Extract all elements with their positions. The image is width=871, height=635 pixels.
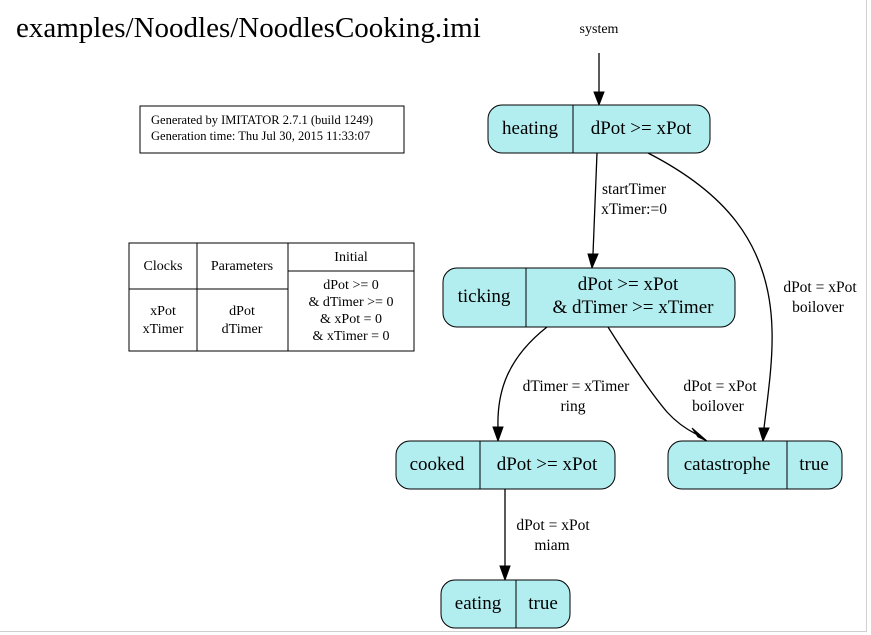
edge-label-ticking-catastrophe: dPot = xPot [683, 378, 757, 395]
transitions: system startTimer xTimer:=0 dPot = xPot … [492, 22, 857, 582]
edge-label-heating-catastrophe: boilover [792, 299, 844, 316]
parameter-item: dTimer [222, 322, 263, 337]
state-name: eating [455, 593, 502, 614]
state-cooked: cooked dPot >= xPot [395, 440, 616, 490]
parameter-item: dPot [229, 304, 255, 319]
edge-ticking-catastrophe [607, 326, 697, 435]
state-name: cooked [410, 454, 465, 475]
arrowhead-ticking-cooked [492, 426, 504, 443]
system-label: system [580, 22, 619, 37]
edge-label-heating-ticking: xTimer:=0 [601, 201, 667, 218]
state-invariant: & dTimer >= xTimer [553, 297, 715, 318]
arrowhead-ticking-catastrophe [691, 427, 708, 442]
initial-constraint: & xPot = 0 [320, 312, 382, 327]
state-invariant: dPot >= xPot [497, 454, 598, 475]
initial-constraint: & dTimer >= 0 [309, 295, 394, 310]
edge-label-cooked-eating: dPot = xPot [516, 517, 590, 534]
generation-time-text: Generation time: Thu Jul 30, 2015 11:33:… [151, 129, 370, 143]
edge-label-cooked-eating: miam [534, 537, 569, 554]
state-invariant: dPot >= xPot [591, 118, 692, 139]
arrowhead-heating-ticking [587, 253, 599, 270]
clock-item: xPot [150, 304, 176, 319]
state-invariant: true [799, 454, 829, 475]
edge-label-ticking-cooked: dTimer = xTimer [523, 378, 630, 395]
clock-item: xTimer [143, 322, 184, 337]
arrowhead-heating-catastrophe [758, 427, 770, 443]
state-name: catastrophe [684, 454, 771, 475]
arrowhead-cooked-eating [499, 565, 511, 582]
diagram-title: examples/Noodles/NoodlesCooking.imi [16, 12, 481, 44]
state-name: heating [502, 118, 558, 139]
state-invariant: true [528, 593, 558, 614]
header-parameters: Parameters [211, 259, 273, 274]
generated-by-text: Generated by IMITATOR 2.7.1 (build 1249) [151, 113, 373, 127]
state-ticking: ticking dPot >= xPot & dTimer >= xTimer [442, 267, 736, 328]
edge-label-heating-catastrophe: dPot = xPot [783, 279, 857, 296]
edge-heating-catastrophe [647, 152, 773, 429]
state-name: ticking [458, 286, 511, 307]
initial-constraint: dPot >= 0 [323, 278, 378, 293]
header-clocks: Clocks [144, 259, 183, 274]
initial-constraint: & xTimer = 0 [313, 329, 390, 344]
state-heating: heating dPot >= xPot [487, 104, 711, 154]
edge-ticking-cooked [497, 326, 548, 429]
variables-table: Clocks Parameters Initial xPot xTimer dP… [128, 242, 415, 352]
state-eating: eating true [440, 579, 571, 629]
header-initial: Initial [334, 250, 368, 265]
edge-heating-ticking [592, 152, 598, 255]
state-invariant: dPot >= xPot [578, 274, 679, 295]
edge-label-ticking-cooked: ring [561, 398, 586, 415]
edge-label-ticking-catastrophe: boilover [692, 398, 744, 415]
generator-info-box: Generated by IMITATOR 2.7.1 (build 1249)… [139, 105, 405, 154]
edge-label-heating-ticking: startTimer [602, 181, 667, 198]
initial-arrowhead [593, 91, 605, 107]
state-catastrophe: catastrophe true [667, 440, 843, 490]
